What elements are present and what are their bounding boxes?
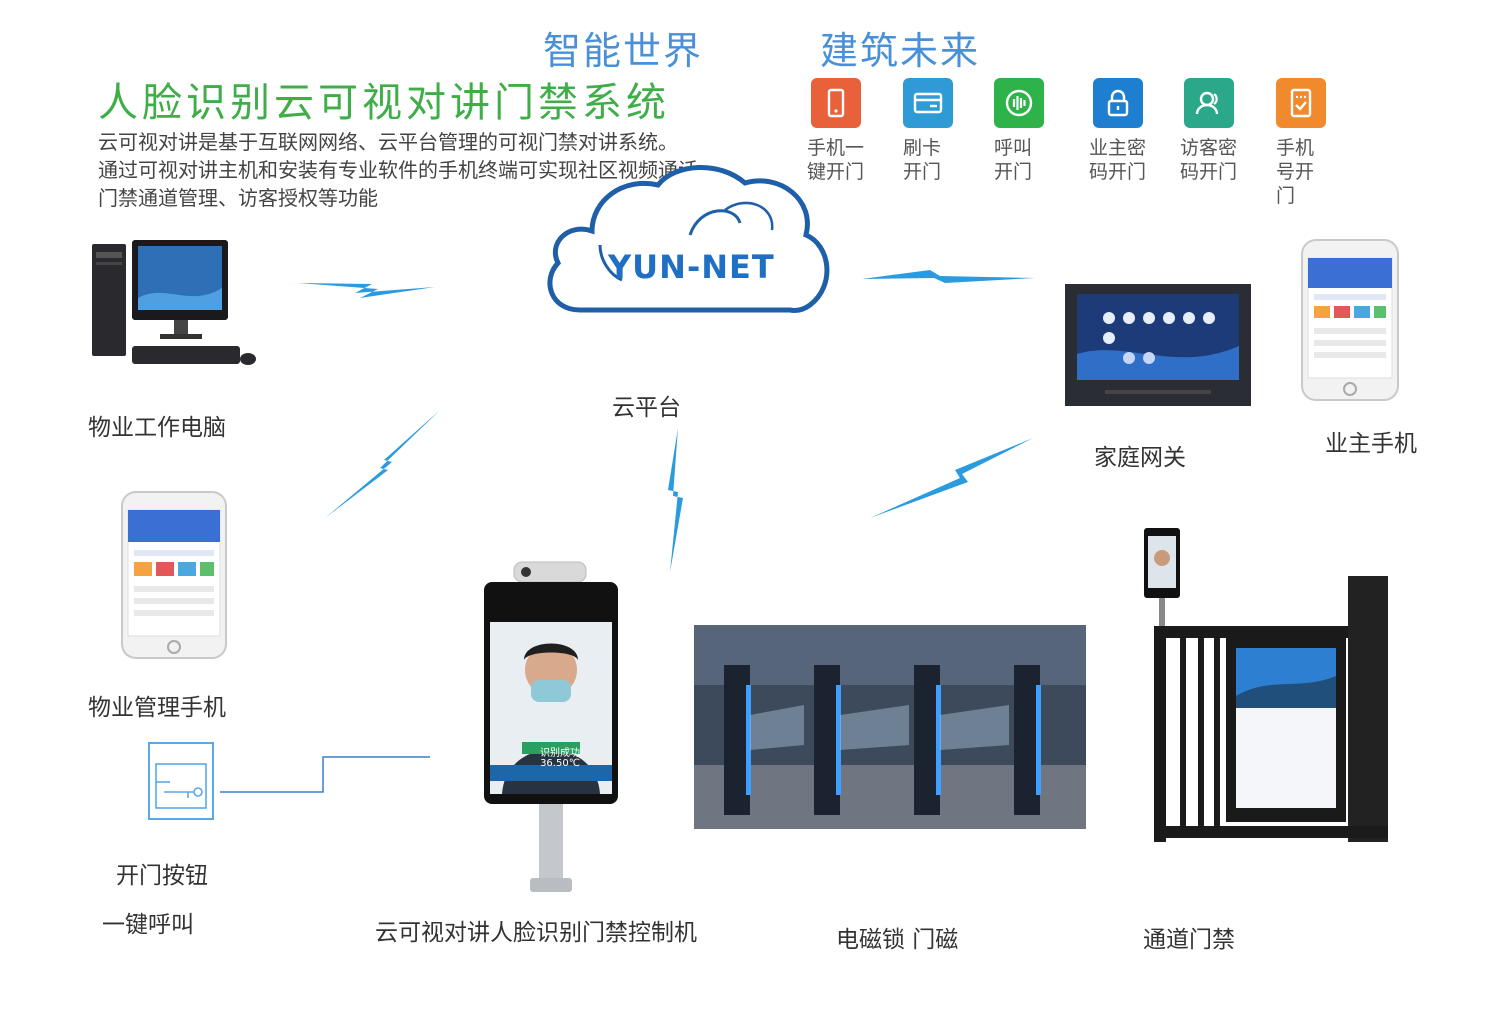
lock-icon — [1092, 78, 1143, 128]
system-description: 云可视对讲是基于互联网网络、云平台管理的可视门禁对讲系统。 通过可视对讲主机和安… — [98, 128, 818, 212]
feature-card-unlock: 刷卡开门 — [903, 78, 953, 184]
feature-label: 手机 — [1276, 137, 1315, 159]
passage-gate-label: 通道门禁 — [1143, 927, 1235, 953]
feature-label: 访客密 — [1180, 137, 1238, 159]
home-gateway-icon — [1065, 284, 1251, 406]
phone-icon — [810, 78, 861, 128]
slogan-right: 建筑未来 — [820, 29, 981, 73]
cloud-icon — [547, 165, 830, 313]
feature-label: 码开门 — [1089, 161, 1147, 183]
feature-label: 号开 — [1276, 161, 1315, 183]
cloud-platform-label: 云平台 — [612, 395, 681, 421]
description-line: 通过可视对讲主机和安装有专业软件的手机终端可实现社区视频通话、 — [98, 158, 718, 182]
description-line: 云可视对讲是基于互联网网络、云平台管理的可视门禁对讲系统。 — [98, 130, 678, 154]
computer-icon — [92, 240, 256, 365]
feature-label: 手机一 — [807, 137, 865, 159]
visitor-icon — [1183, 78, 1234, 128]
lightning-icon — [668, 428, 683, 572]
slogan-left: 智能世界 — [543, 29, 704, 73]
feature-label: 开门 — [994, 161, 1033, 183]
face-terminal-icon — [484, 561, 618, 892]
feature-visitor-password-unlock: 访客密码开门 — [1180, 78, 1237, 184]
feature-label: 码开门 — [1180, 161, 1238, 183]
feature-label: 业主密 — [1089, 137, 1147, 159]
passage-gate-icon — [1144, 528, 1388, 842]
terminal-temperature: 36.50℃ — [540, 758, 580, 769]
wire-line — [220, 756, 430, 793]
management-phone-icon — [121, 491, 227, 659]
home-gateway-label: 家庭网关 — [1094, 445, 1186, 471]
lightning-icon — [862, 270, 1035, 283]
feature-label: 门 — [1276, 185, 1296, 207]
call-icon — [994, 78, 1044, 128]
exit-button-icon — [148, 742, 214, 820]
card-icon — [903, 78, 953, 128]
cloud-brand: YUN-NET — [608, 248, 775, 286]
owner-phone-icon — [1301, 239, 1399, 401]
exit-button-label: 开门按钮 — [116, 863, 208, 889]
feature-phone-unlock: 手机一键开门 — [807, 78, 864, 184]
feature-label: 开门 — [903, 161, 942, 183]
turnstile-photo — [694, 625, 1086, 829]
lightning-icon — [298, 283, 435, 298]
description-line: 门禁通道管理、访客授权等功能 — [98, 186, 378, 210]
maglock-label: 电磁锁 门磁 — [836, 927, 959, 953]
feature-owner-password-unlock: 业主密码开门 — [1089, 78, 1146, 184]
terminal-label: 云可视对讲人脸识别门禁控制机 — [375, 920, 697, 946]
lightning-icon — [325, 410, 440, 518]
management-phone-label: 物业管理手机 — [88, 695, 226, 721]
owner-phone-label: 业主手机 — [1325, 431, 1417, 457]
terminal-status-text: 识别成功 — [540, 748, 580, 759]
lightning-icon — [870, 438, 1033, 518]
pc-label: 物业工作电脑 — [88, 415, 226, 441]
feature-phone-number-unlock: 手机号开门 — [1276, 78, 1326, 208]
feature-call-unlock: 呼叫开门 — [994, 78, 1044, 184]
one-key-call-label: 一键呼叫 — [102, 912, 194, 938]
feature-label: 键开门 — [807, 161, 865, 183]
phone-code-icon — [1276, 78, 1326, 128]
page-title: 人脸识别云可视对讲门禁系统 — [98, 80, 670, 126]
feature-label: 刷卡 — [903, 137, 942, 159]
feature-label: 呼叫 — [994, 137, 1033, 159]
